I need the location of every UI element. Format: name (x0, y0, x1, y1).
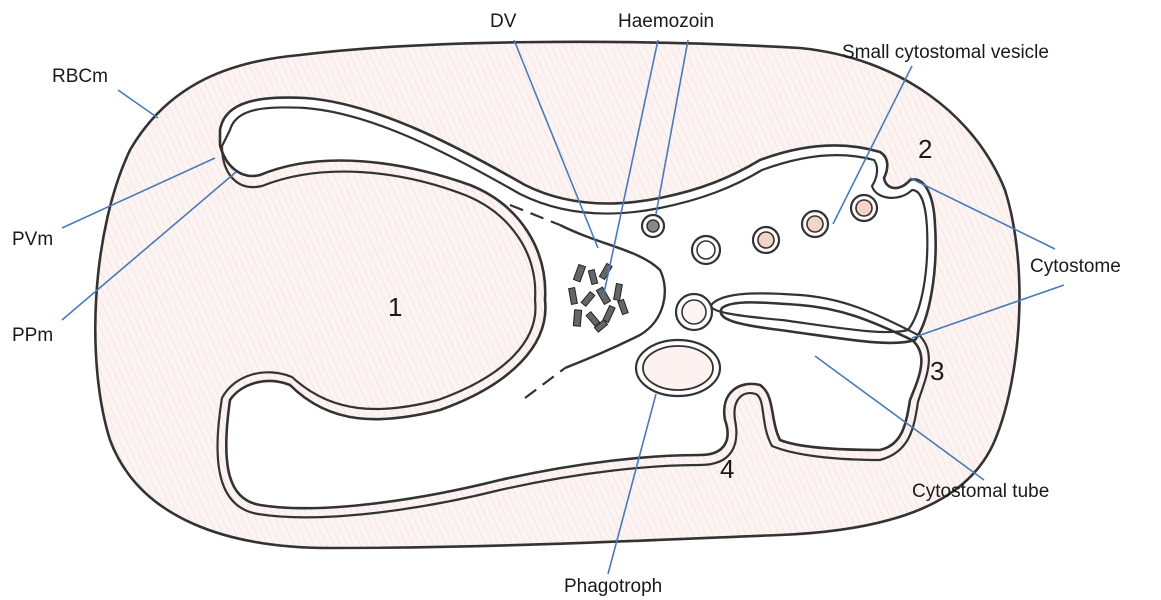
label-dv: DV (490, 11, 517, 32)
label-small-cytostomal-vesicle: Small cytostomal vesicle (842, 42, 1049, 63)
label-cytostome: Cytostome (1030, 256, 1121, 277)
label-phagotroph: Phagotroph (564, 576, 662, 597)
label-cytostomal-tube: Cytostomal tube (912, 481, 1049, 502)
label-pvm: PVm (12, 229, 53, 250)
number-4: 4 (720, 454, 734, 484)
number-2: 2 (918, 134, 932, 164)
label-haemozoin: Haemozoin (618, 11, 714, 32)
label-ppm: PPm (12, 325, 53, 346)
label-rbcm: RBCm (52, 66, 108, 87)
number-1: 1 (388, 292, 402, 322)
number-3: 3 (930, 356, 944, 386)
